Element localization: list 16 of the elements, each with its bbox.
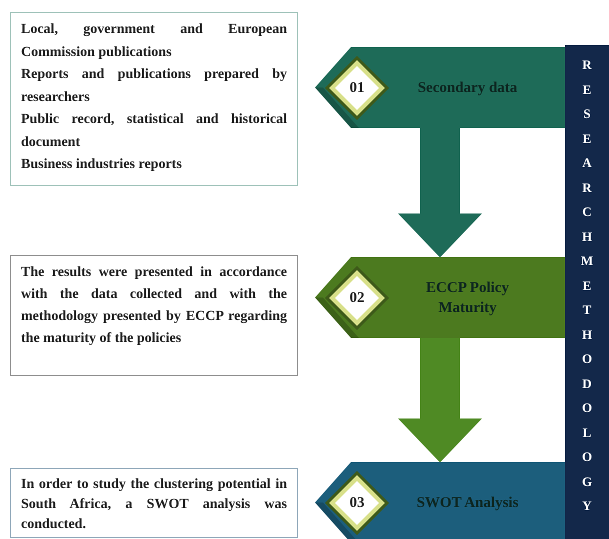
step-title: ECCP Policy Maturity [425,278,510,318]
description-text: Reports and publications prepared by researchers [21,66,287,106]
description-text: Business industries reports [21,156,183,174]
step-number: 02 [348,288,366,308]
side-bar [565,45,609,539]
description-text: Local, government and European Commission publications [21,21,287,62]
down-arrow [398,338,482,462]
step-number: 01 [348,78,366,98]
vertical-title: RESEARCH METHODOLOGY [580,56,594,515]
description-text: Public record, statistical and historical document [21,111,287,152]
down-arrow [398,128,482,258]
description-text: In order to study the clustering potential in South Africa, a SWOT analysis was conducted. [21,476,287,534]
step-number: 03 [348,494,366,512]
step-title: SWOT Analysis [416,494,520,512]
description-text: The results were presented in accordance with the data collected and with the methodology presented by ECCP regarding the maturity of the policies [21,264,287,348]
step-title: Secondary data [416,78,518,98]
